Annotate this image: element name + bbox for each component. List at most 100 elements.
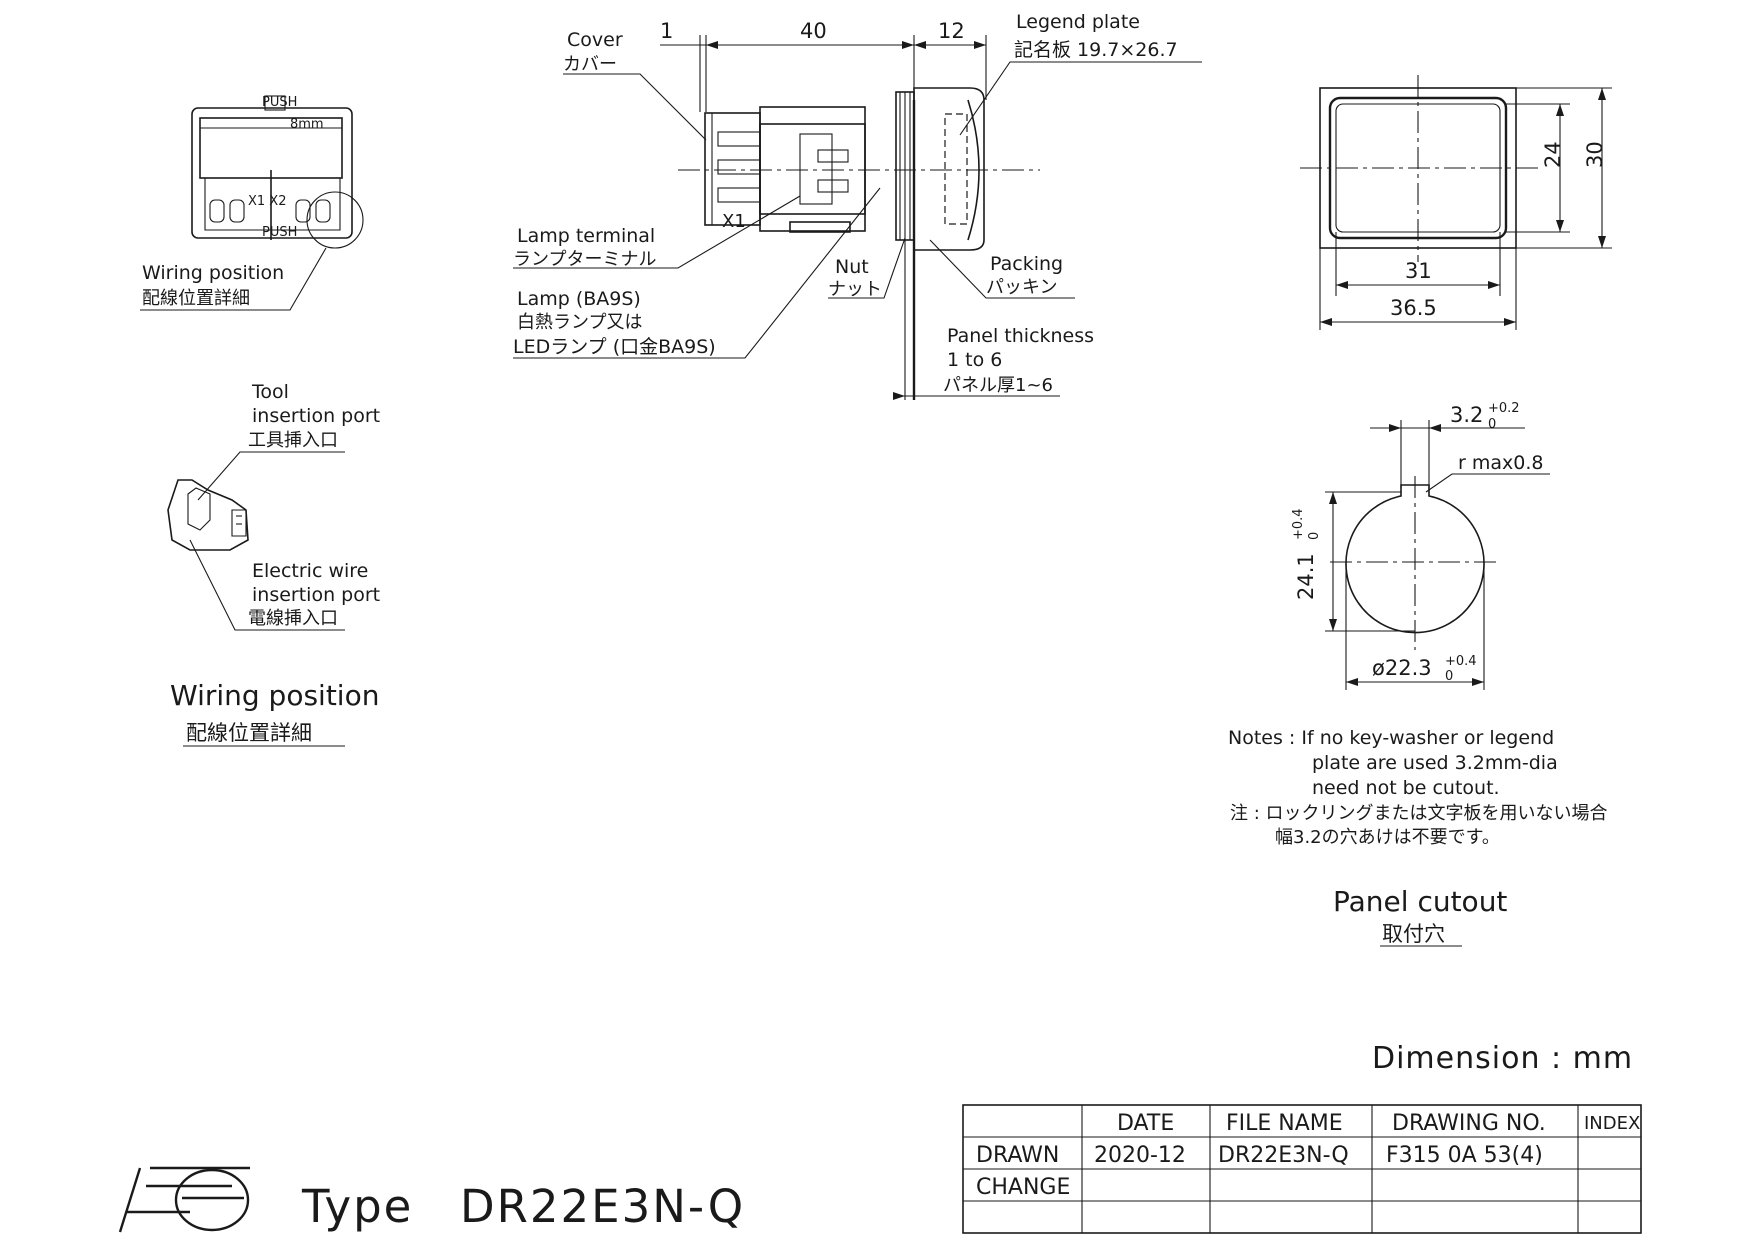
- cutout-title-en: Panel cutout: [1333, 885, 1507, 918]
- wire-label-l2: insertion port: [252, 584, 380, 606]
- lamp-terminal-label-jp: ランプターミナル: [513, 249, 656, 270]
- row-drawn-label: DRAWN: [976, 1143, 1059, 1168]
- arrow-12-right: [974, 41, 986, 49]
- terminal-lower-block: [204, 178, 341, 231]
- lamp-label-l2: 白熱ランプ又は: [517, 312, 642, 333]
- terminal-x1-label: X1: [722, 211, 746, 232]
- arrow-40-left: [706, 41, 718, 49]
- packing-label-en: Packing: [990, 253, 1063, 275]
- dim-24-text: 24: [1541, 141, 1565, 168]
- wiring-detail-circle: [306, 191, 364, 249]
- wire-port-3: [295, 199, 311, 223]
- wiring-title-jp: 配線位置詳細: [186, 721, 312, 745]
- nut-label-en: Nut: [835, 256, 869, 278]
- terminal-slot-bottom: [717, 187, 761, 203]
- front-bezel: [913, 87, 985, 251]
- terminal-x1x2-label: X1 X2: [248, 194, 287, 209]
- legend-plate-hidden: [944, 113, 968, 225]
- tool-port-leader: [197, 451, 345, 501]
- dimension-unit: Dimension : mm: [1372, 1041, 1633, 1076]
- key-arrow-left: [1389, 424, 1401, 432]
- arrow-40-right: [902, 41, 914, 49]
- row-drawn-file: DR22E3N-Q: [1218, 1143, 1349, 1168]
- wire-label-l3: 電線挿入口: [248, 608, 338, 629]
- legend-plate-leader: [959, 61, 1202, 136]
- wire-port-shape: [231, 509, 247, 537]
- notes-line-3: need not be cutout.: [1312, 777, 1500, 799]
- housing-inner: [759, 123, 866, 215]
- push-mark-bottom: PUSH: [262, 225, 297, 240]
- socket-contact-bottom: [817, 179, 849, 193]
- dim-30-arrow-bottom: [1598, 236, 1606, 248]
- terminal-outline: [191, 107, 353, 239]
- height-arrow-bottom: [1329, 619, 1337, 631]
- dim-365-text: 36.5: [1390, 296, 1437, 320]
- terminal-slot-top: [717, 131, 761, 147]
- lamp-leader: [513, 187, 881, 359]
- header-file-name: FILE NAME: [1226, 1111, 1343, 1136]
- r-max-text: r max0.8: [1458, 452, 1543, 474]
- tool-label-l2: insertion port: [252, 405, 380, 427]
- dim-365-arrow-right: [1504, 318, 1516, 326]
- wiring-pos-label-jp: 配線位置詳細: [142, 288, 250, 309]
- packing-leader: [929, 239, 1075, 299]
- dim-31-arrow-right: [1488, 281, 1500, 289]
- nut-label-jp: ナット: [828, 279, 882, 300]
- panel-thk-label-l3: パネル厚1~6: [943, 375, 1053, 396]
- row-drawn-date: 2020-12: [1094, 1143, 1186, 1168]
- cut-height-tol-upper: +0.4: [1291, 508, 1306, 540]
- dim-24-arrow-top: [1556, 104, 1564, 116]
- header-date: DATE: [1117, 1111, 1174, 1136]
- arrow-12-left: [914, 41, 926, 49]
- terminal-base: [789, 221, 851, 233]
- panel-thk-label-l2: 1 to 6: [947, 349, 1002, 371]
- logo-f-strokes: [118, 1166, 250, 1233]
- wiring-pos-label-en: Wiring position: [142, 262, 284, 284]
- tool-label-l1: Tool: [251, 381, 289, 403]
- height-arrow-top: [1329, 492, 1337, 504]
- housing-body: [759, 106, 866, 232]
- side-view-callouts: Cover カバー Legend plate 記名板 19.7×26.7 Lam…: [513, 11, 1202, 396]
- wiring-detail-body: [167, 479, 249, 551]
- notes: Notes : If no key-washer or legend plate…: [1228, 727, 1608, 947]
- cutout-shape: [1345, 484, 1485, 634]
- cutout-title-jp: 取付穴: [1382, 922, 1445, 946]
- wire-port-4: [315, 199, 331, 223]
- lamp-socket: [799, 133, 833, 205]
- cut-height-text: 24.1: [1294, 553, 1318, 600]
- lamp-label-l3: LEDランプ (口金BA9S): [513, 336, 716, 358]
- notes-jp-line-2: 幅3.2の穴あけは不要です。: [1275, 827, 1500, 848]
- key-width-tol-lower: 0: [1488, 417, 1496, 432]
- panel-thk-label-l1: Panel thickness: [947, 325, 1094, 347]
- model-number: DR22E3N-Q: [460, 1180, 745, 1233]
- title-block: DATE FILE NAME DRAWING NO. INDEX DRAWN 2…: [962, 1104, 1642, 1234]
- row-change-label: CHANGE: [976, 1175, 1070, 1200]
- tool-port-shape: [187, 487, 211, 531]
- dim-12-text: 12: [938, 19, 965, 43]
- row-drawn-number: F315 0A 53(4): [1386, 1143, 1543, 1168]
- strip-mark: 8mm: [290, 117, 324, 132]
- side-view: X1 1 40 12: [660, 19, 1060, 400]
- front-view: 24 30 31 36.5: [1300, 75, 1612, 330]
- logo-e-ellipse: [174, 1168, 250, 1232]
- cut-dia-tol-upper: +0.4: [1445, 654, 1477, 669]
- dim-40-text: 40: [800, 19, 827, 43]
- wiring-title-en: Wiring position: [170, 679, 379, 712]
- key-width-tol-upper: +0.2: [1488, 401, 1520, 416]
- cut-dia-tol-lower: 0: [1445, 669, 1453, 684]
- wire-label-l1: Electric wire: [252, 560, 368, 582]
- notes-jp-line-1: 注 : ロックリングまたは文字板を用いない場合: [1230, 803, 1608, 824]
- terminal-top-tab: [264, 95, 286, 111]
- cut-height-tol-lower: 0: [1307, 532, 1322, 540]
- dia-arrow-left: [1346, 678, 1358, 686]
- dia-arrow-right: [1472, 678, 1484, 686]
- terminal-slot-mid: [717, 159, 761, 175]
- type-label: Type: [301, 1180, 413, 1233]
- dim-1-text: 1: [660, 19, 673, 43]
- dim-365-arrow-left: [1320, 318, 1332, 326]
- push-mark-top: PUSH: [262, 95, 297, 110]
- dim-24-arrow-bottom: [1556, 220, 1564, 232]
- cover-leader: [563, 73, 707, 141]
- wiring-position-leader: [140, 247, 327, 311]
- cover-label-en: Cover: [567, 29, 623, 51]
